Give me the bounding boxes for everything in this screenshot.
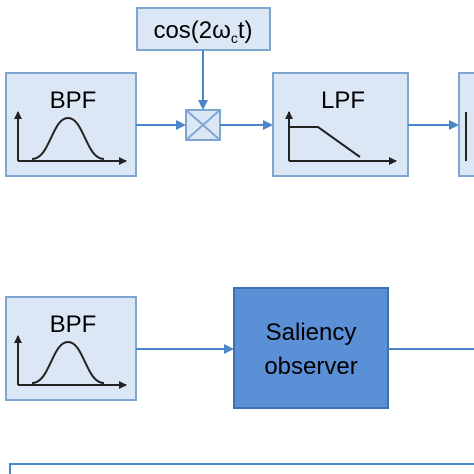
bpf-block-bottom: BPF: [5, 296, 137, 401]
next-block-partial: [458, 72, 474, 177]
bpf-label: BPF: [50, 87, 97, 114]
lowpass-response-icon: [285, 111, 397, 165]
feedback-line: [9, 463, 474, 474]
carrier-label: cos(2ωct): [153, 17, 252, 46]
saliency-label-line1: Saliency: [266, 319, 357, 346]
bpf-block-top: BPF: [5, 72, 137, 177]
mixer-multiply-icon: [185, 109, 221, 141]
lpf-block: LPF: [272, 72, 409, 177]
saliency-observer-block: Saliency observer: [233, 287, 389, 409]
bandpass-response-icon: [14, 111, 127, 165]
saliency-label-line2: observer: [264, 353, 357, 380]
bandpass-response-icon: [14, 335, 127, 389]
bpf-label-bottom: BPF: [50, 311, 97, 338]
lpf-label: LPF: [321, 87, 365, 114]
carrier-label-box: cos(2ωct): [136, 7, 271, 51]
